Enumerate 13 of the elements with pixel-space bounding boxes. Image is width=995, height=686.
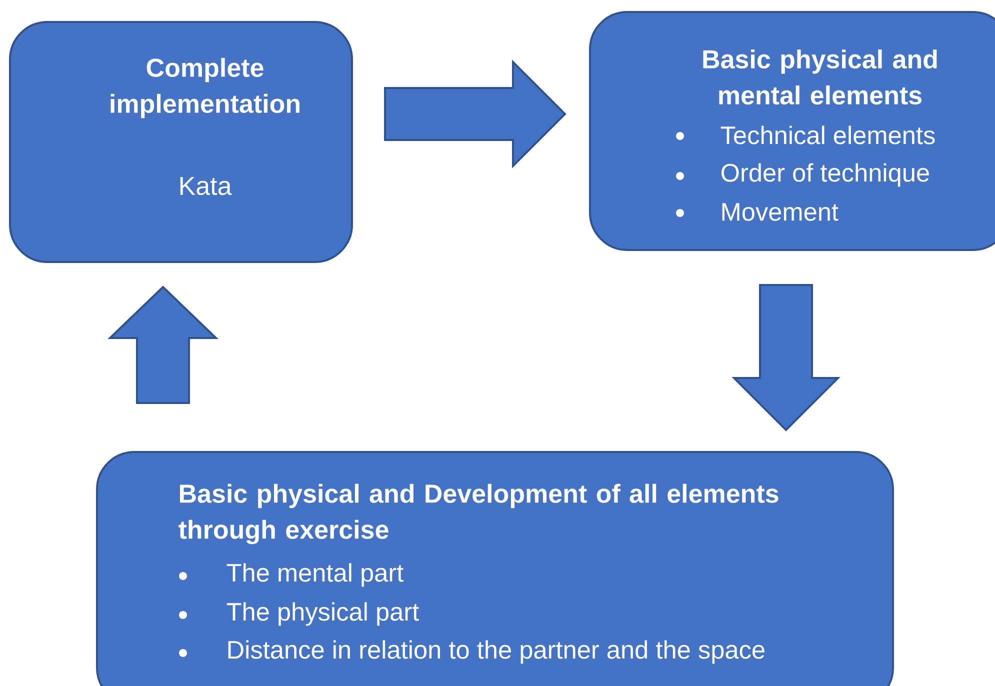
list-item: Order of technique (721, 163, 929, 187)
list-item: The physical part (226, 602, 419, 626)
list-item: Distance in relation to the partner and the space (228, 640, 764, 664)
box-heading: Basic physical and mental elements (703, 49, 937, 105)
block-arrow (732, 284, 840, 432)
block-arrow (384, 60, 566, 168)
box-heading: Complete implementation (110, 58, 300, 118)
list-item: The mental part (226, 563, 404, 587)
box-heading: Basic physical and Development of all elements through exercise (178, 484, 778, 544)
list-item: Technical elements (720, 126, 935, 144)
box-text: Kata (180, 176, 232, 196)
list-item: Movement (722, 203, 838, 221)
block-arrow (108, 286, 218, 404)
